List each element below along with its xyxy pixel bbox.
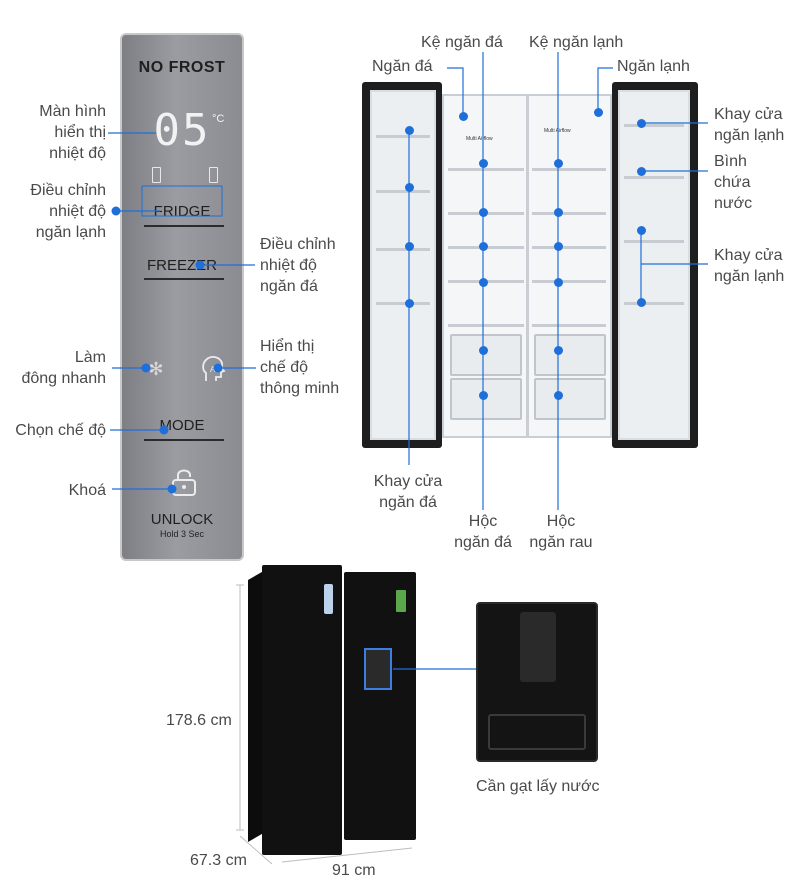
dot-freezer-shelf-1	[478, 158, 488, 168]
dot-freezer-door-4	[404, 298, 414, 308]
fridge-shelf	[532, 212, 606, 215]
drip-tray	[488, 714, 586, 750]
fridge-door-tray	[624, 302, 684, 305]
freezer-underline	[144, 278, 224, 280]
label-freezer-drawer: Hộc ngăn đá	[454, 513, 512, 551]
label-freezer-adjust: Điều chỉnh nhiệt độ ngăn đá	[260, 236, 336, 295]
dot-veg-drawer-2	[553, 390, 563, 400]
label-smart-mode: Hiển thị chế độ thông minh	[260, 338, 340, 397]
dot-freezer-drawer-1	[478, 345, 488, 355]
label-choose-mode: Chọn chế độ	[15, 422, 106, 439]
freezer-door-tray	[376, 302, 430, 305]
hold-hint: Hold 3 Sec	[159, 529, 205, 539]
indicator-bar-left	[152, 167, 161, 183]
center-divider	[526, 96, 529, 436]
fridge-shelf	[532, 168, 606, 171]
label-fridge-door-tray-top: Khay cửa ngăn lạnh	[714, 106, 785, 144]
dimension-height: 178.6 cm	[166, 712, 232, 729]
control-panel: NO FROST 05 °C FRIDGE FREEZER ✻ AI MODE …	[120, 33, 244, 561]
dot-freezer-door-1	[404, 125, 414, 135]
label-fast-freeze: Làm đông nhanh	[21, 349, 106, 387]
label-fridge-adjust: Điều chỉnh nhiệt độ ngăn lạnh	[30, 182, 106, 241]
label-water-tank: Bình chứa nước	[714, 153, 753, 212]
label-water-lever: Cần gạt lấy nước	[476, 778, 600, 795]
dot-fridge-door-top	[636, 118, 646, 128]
dot-water-tank	[636, 166, 646, 176]
fridge-door-tray	[624, 240, 684, 243]
fridge-door-tray	[624, 176, 684, 179]
dot-freezer-door-2	[404, 182, 414, 192]
dot-freezer-drawer-2	[478, 390, 488, 400]
energy-label	[396, 590, 406, 612]
mode-button[interactable]: MODE	[159, 417, 205, 434]
airflow-label-left: Multi Airflow	[466, 136, 493, 142]
dimension-width: 91 cm	[332, 862, 376, 879]
no-frost-brand: NO FROST	[138, 59, 226, 76]
mode-underline	[144, 439, 224, 441]
fridge-shelf	[532, 246, 606, 249]
veg-drawer-top	[534, 334, 606, 376]
dimension-depth: 67.3 cm	[190, 852, 247, 869]
dot-fridge-door-tray-2	[636, 297, 646, 307]
label-lock: Khoá	[68, 482, 106, 499]
label-freezer-compartment: Ngăn đá	[372, 58, 433, 75]
dot-veg-drawer-1	[553, 345, 563, 355]
freezer-drawer-top	[450, 334, 522, 376]
veg-drawer-bottom	[534, 378, 606, 420]
dot-freezer-shelf-3	[478, 241, 488, 251]
dot-fridge-shelf-4	[553, 277, 563, 287]
label-freezer-door-tray: Khay cửa ngăn đá	[373, 473, 443, 511]
label-fridge-door-tray-bottom: Khay cửa ngăn lạnh	[714, 247, 785, 285]
label-temp-display: Màn hình hiển thị nhiệt độ	[39, 103, 106, 162]
label-freezer-shelf: Kệ ngăn đá	[421, 34, 503, 51]
label-fridge-shelf: Kệ ngăn lạnh	[529, 34, 624, 51]
dot-freezer-door-3	[404, 241, 414, 251]
freezer-door-inner	[370, 90, 436, 440]
unlock-button[interactable]: UNLOCK	[150, 511, 214, 528]
dot-freezer	[458, 111, 468, 121]
freezer-door-tray	[376, 190, 430, 193]
water-lever	[520, 612, 556, 682]
snowflake-icon[interactable]: ✻	[148, 359, 164, 379]
freezer-shelf	[448, 324, 524, 327]
water-dispenser	[364, 648, 392, 690]
indicator-bar-right	[209, 167, 218, 183]
airflow-label-right: Multi Airflow	[544, 128, 571, 134]
dot-fridge-shelf-2	[553, 207, 563, 217]
freezer-door-tray	[376, 135, 430, 138]
open-fridge-illustration: Multi Airflow Multi Airflow	[362, 80, 700, 450]
fridge-underline	[144, 225, 224, 227]
label-fridge-compartment: Ngăn lạnh	[617, 58, 690, 75]
dispenser-detail	[476, 602, 598, 762]
dot-fridge-shelf-3	[553, 241, 563, 251]
dot-freezer-shelf-4	[478, 277, 488, 287]
dot-fridge-door-tray-1	[636, 225, 646, 235]
door-display	[324, 584, 333, 614]
label-veg-drawer: Hộc ngăn rau	[529, 513, 593, 551]
fridge-door-tray	[624, 124, 684, 127]
freezer-door-tray	[376, 248, 430, 251]
dot-fridge-shelf-1	[553, 158, 563, 168]
fridge-shelf	[532, 280, 606, 283]
temperature-unit: °C	[212, 113, 225, 125]
freezer-shelf	[448, 168, 524, 171]
dot-freezer-shelf-2	[478, 207, 488, 217]
fridge-door-inner	[618, 90, 690, 440]
fridge-shelf	[532, 324, 606, 327]
temperature-display: 05	[153, 105, 211, 156]
dot-fridge	[593, 107, 603, 117]
fridge-door-closed	[344, 572, 416, 840]
